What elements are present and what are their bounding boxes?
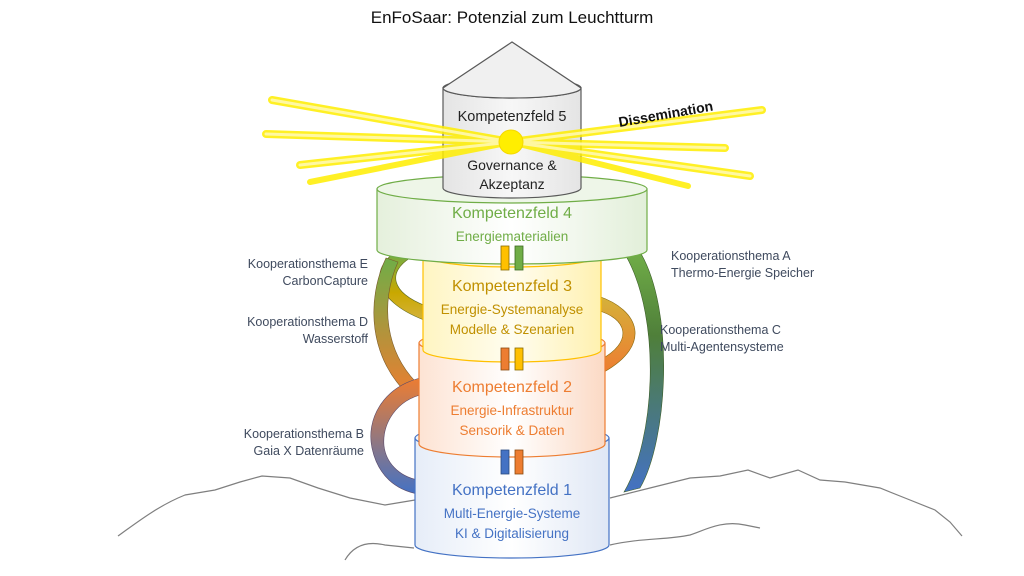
ribbon-theme-d [373,257,423,399]
kompetenzfeld-3-line-2: Modelle & Szenarien [449,322,575,337]
rock-outline [117,469,963,537]
light-source [498,129,524,155]
kompetenzfeld-2-line-1: Energie-Infrastruktur [450,403,574,418]
kooperationsthema-b: Kooperationsthema B Gaia X Datenräume [170,426,364,460]
kompetenzfeld-1-line-2: KI & Digitalisierung [454,526,570,541]
kompetenzfeld-1-line-1: Multi-Energie-Systeme [443,506,581,521]
light-rays-glow [264,98,764,178]
kooperationsthema-c-topic: Multi-Agentensysteme [660,340,784,354]
kooperationsthema-a-topic: Thermo-Energie Speicher [671,266,815,280]
kompetenzfeld-4-line-1: Energiematerialien [455,229,569,244]
ribbon-theme-a [623,251,664,493]
kooperationsthema-b-topic: Gaia X Datenräume [253,444,364,458]
kooperationsthema-e-title: Kooperationsthema E [247,257,368,271]
kompetenzfeld-2-line-2: Sensorik & Daten [459,423,565,438]
kompetenzfeld-5-line-2: Akzeptanz [479,176,545,192]
kooperationsthema-c: Kooperationsthema C Multi-Agentensysteme [660,322,860,356]
kooperationsthema-a: Kooperationsthema A Thermo-Energie Speic… [671,248,871,282]
lighthouse-roof [442,41,582,99]
kompetenzfeld-3-line-1: Energie-Systemanalyse [440,302,584,317]
connector-3-2 [500,347,524,371]
kooperationsthema-b-title: Kooperationsthema B [243,427,364,441]
kooperationsthema-d-title: Kooperationsthema D [247,315,368,329]
diagram-title: EnFoSaar: Potenzial zum Leuchtturm [370,8,654,27]
kompetenzfeld-2-heading: Kompetenzfeld 2 [451,379,573,396]
kompetenzfeld-1-heading: Kompetenzfeld 1 [451,482,573,499]
kooperationsthema-d: Kooperationsthema D Wasserstoff [180,314,368,348]
kooperationsthema-e-topic: CarbonCapture [282,274,368,288]
kompetenzfeld-3-heading: Kompetenzfeld 3 [451,278,573,295]
kompetenzfeld-5-heading: Kompetenzfeld 5 [457,109,567,125]
kooperationsthema-c-title: Kooperationsthema C [660,323,781,337]
connector-2-1 [500,449,524,475]
kooperationsthema-d-topic: Wasserstoff [302,332,368,346]
rock-detail [344,523,761,561]
kooperationsthema-e: Kooperationsthema E CarbonCapture [180,256,368,290]
kompetenzfeld-4-heading: Kompetenzfeld 4 [451,205,573,222]
kooperationsthema-a-title: Kooperationsthema A [671,249,791,263]
connector-4-3 [500,245,524,271]
kompetenzfeld-5-line-1: Governance & [467,157,557,173]
